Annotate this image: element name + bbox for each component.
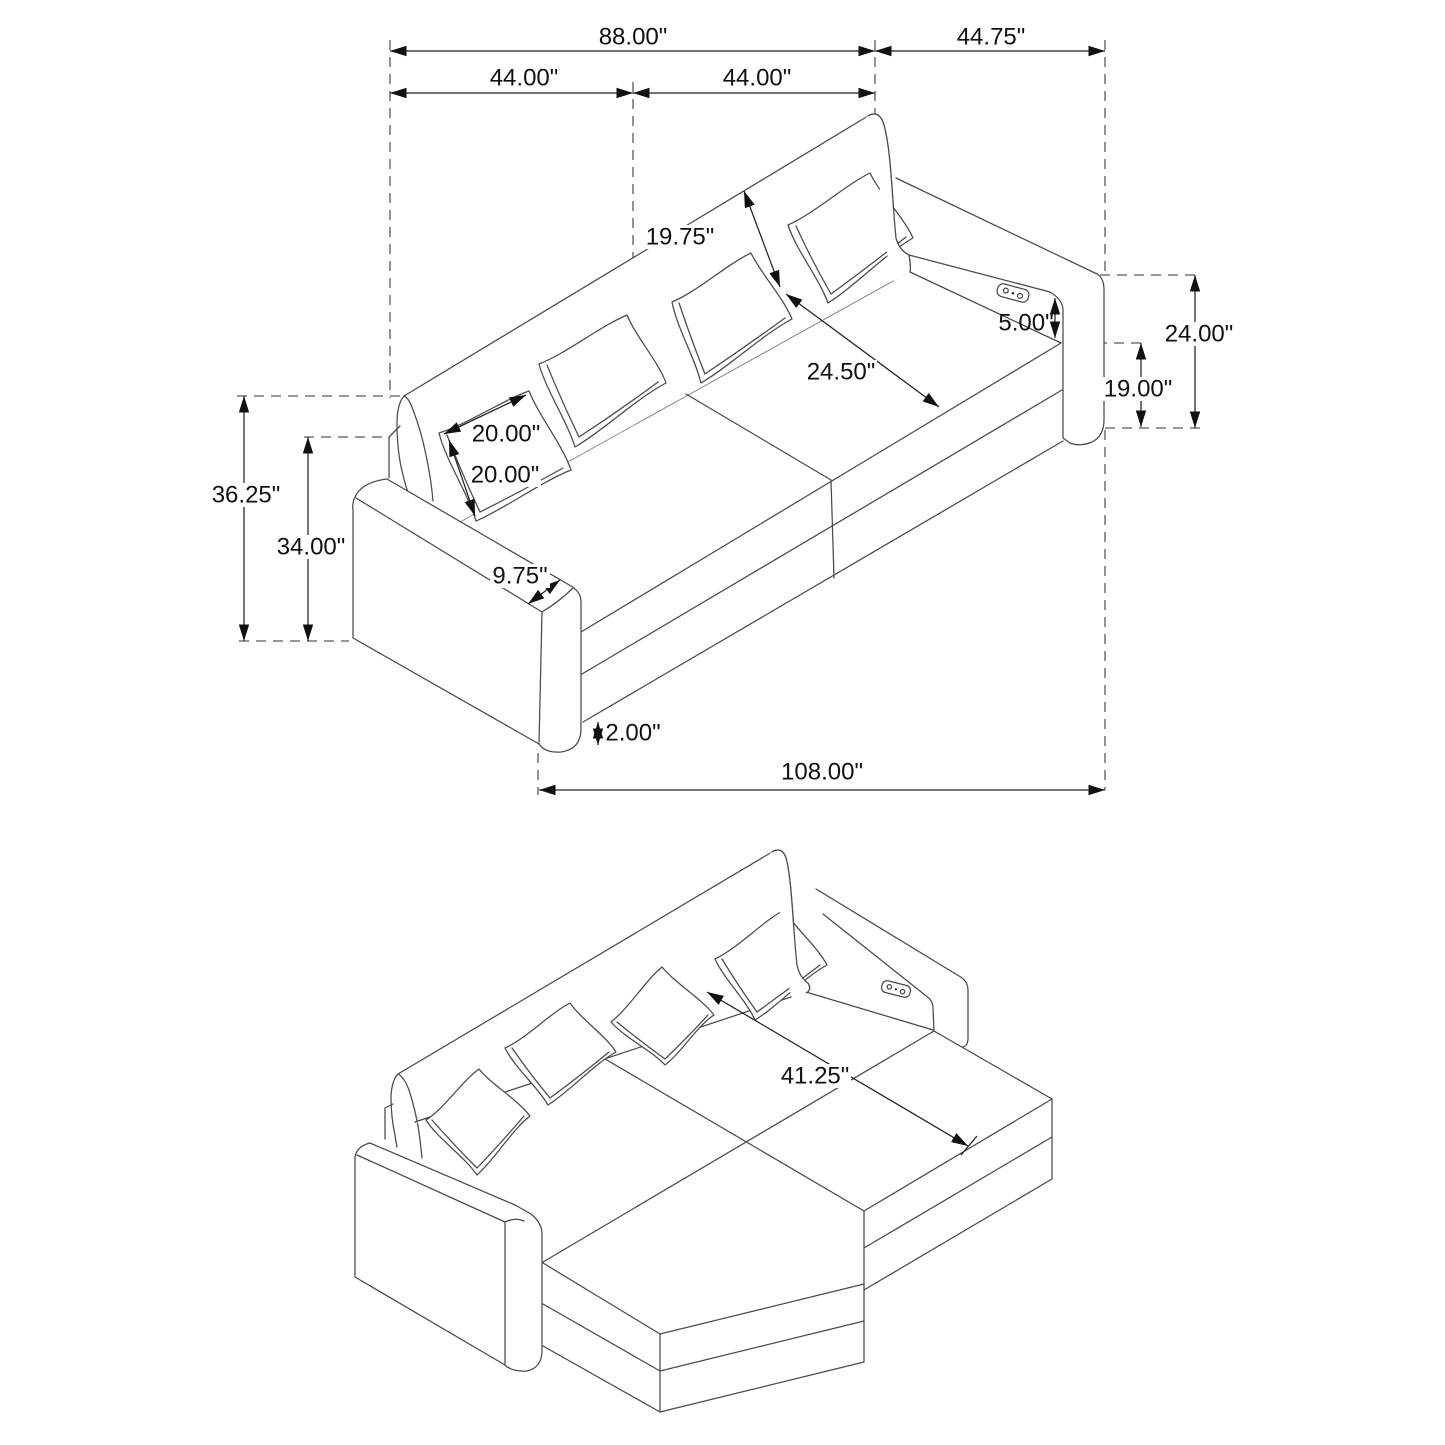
svg-text:19.00": 19.00" [1104,376,1173,403]
svg-text:44.75": 44.75" [957,24,1026,51]
svg-text:9.75": 9.75" [492,563,547,590]
svg-text:20.00": 20.00" [472,421,541,448]
svg-text:5.00": 5.00" [998,310,1053,337]
svg-text:88.00": 88.00" [599,24,668,51]
svg-text:44.00": 44.00" [490,65,559,92]
svg-text:34.00": 34.00" [277,534,346,561]
svg-text:20.00": 20.00" [471,462,540,489]
svg-text:36.25": 36.25" [212,482,281,509]
svg-text:108.00": 108.00" [781,759,863,786]
svg-text:19.75": 19.75" [646,224,715,251]
svg-text:2.00": 2.00" [605,720,660,747]
svg-text:44.00": 44.00" [723,65,792,92]
svg-text:24.00": 24.00" [1165,321,1234,348]
svg-text:41.25": 41.25" [781,1063,850,1090]
svg-text:24.50": 24.50" [807,359,876,386]
